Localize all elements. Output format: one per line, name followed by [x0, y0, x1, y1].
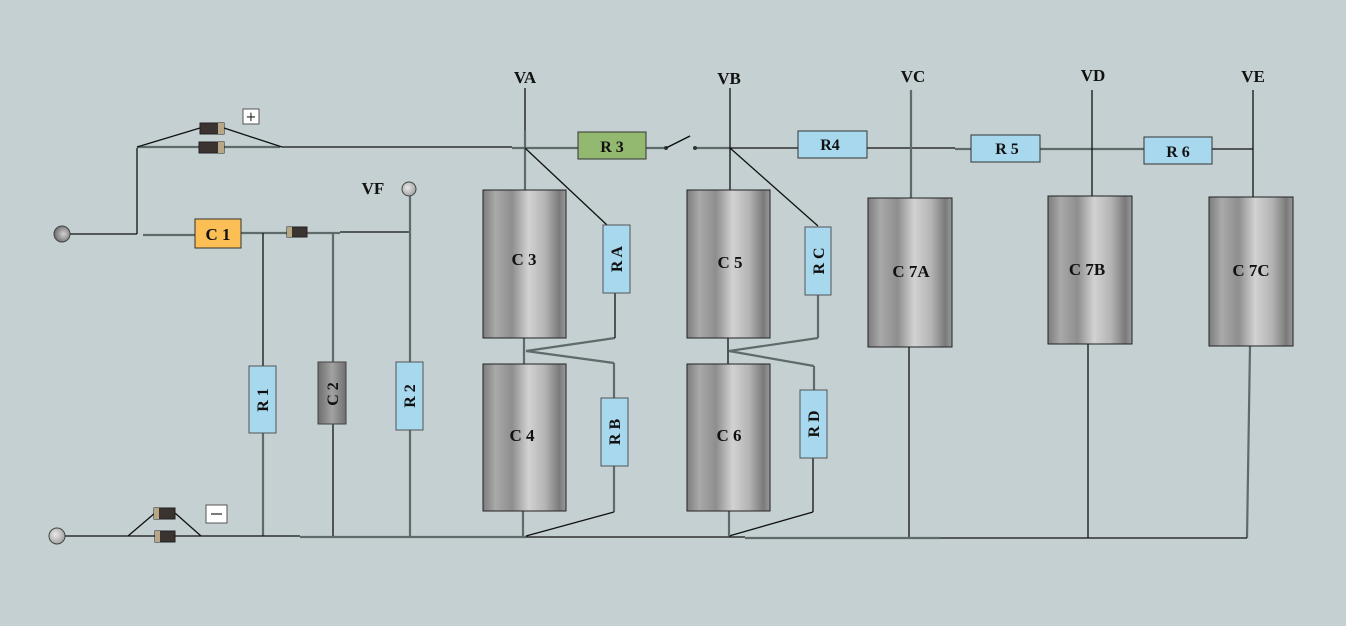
c7c-label: C 7C — [1232, 261, 1269, 280]
input-terminal-icon[interactable] — [53, 225, 71, 243]
capacitor-c2[interactable]: C 2 — [317, 361, 347, 425]
capacitor-c7c[interactable]: C 7C — [1208, 196, 1294, 347]
r2-label: R 2 — [402, 384, 419, 408]
c4-label: C 4 — [509, 426, 535, 445]
c6-label: C 6 — [716, 426, 741, 445]
rd-label: R D — [806, 410, 823, 437]
resistor-r2[interactable]: R 2 — [395, 361, 424, 431]
node-label-ve: VE — [1241, 67, 1265, 86]
vf-terminal-icon[interactable] — [401, 181, 417, 197]
diode-top-1[interactable] — [199, 122, 225, 135]
capacitor-c1[interactable]: C 1 — [194, 218, 242, 249]
rb-label: R B — [607, 419, 624, 446]
resistor-rd[interactable]: R D — [799, 389, 828, 459]
node-label-vb: VB — [717, 69, 741, 88]
c5-label: C 5 — [717, 253, 742, 272]
diode-bottom-2[interactable] — [154, 530, 176, 543]
minus-marker — [205, 504, 228, 524]
node-label-vf: VF — [362, 179, 385, 198]
plus-label: + — [246, 110, 257, 125]
node-label-vd: VD — [1081, 66, 1106, 85]
resistor-r4[interactable]: R4 — [797, 130, 868, 159]
r3-label: R 3 — [600, 139, 624, 156]
c7b-label: C 7B — [1069, 260, 1105, 279]
resistor-r3[interactable]: R 3 — [577, 131, 647, 160]
ground-terminal-icon[interactable] — [48, 527, 66, 545]
capacitor-c6[interactable]: C 6 — [686, 363, 771, 512]
resistor-r5[interactable]: R 5 — [970, 134, 1041, 163]
capacitor-c7a[interactable]: C 7A — [867, 197, 953, 348]
capacitor-c3[interactable]: C 3 — [482, 189, 567, 339]
c1-label: C 1 — [205, 225, 230, 244]
r1-label: R 1 — [255, 388, 272, 412]
resistor-rc[interactable]: R C — [804, 226, 832, 296]
c2-label: C 2 — [325, 382, 342, 406]
resistor-r1[interactable]: R 1 — [248, 365, 277, 434]
r5-label: R 5 — [995, 141, 1019, 158]
c7a-label: C 7A — [892, 262, 930, 281]
resistor-r6[interactable]: R 6 — [1143, 136, 1213, 165]
capacitor-c4[interactable]: C 4 — [482, 363, 567, 512]
rc-label: R C — [811, 247, 828, 274]
node-label-va: VA — [514, 68, 537, 87]
diode-top-2[interactable] — [198, 141, 225, 154]
wires — [60, 88, 1254, 540]
diode-c1[interactable] — [286, 226, 308, 238]
resistor-rb[interactable]: R B — [600, 397, 629, 467]
diode-bottom-1[interactable] — [153, 507, 176, 520]
ra-label: R A — [609, 245, 626, 272]
resistor-ra[interactable]: R A — [602, 224, 631, 294]
c3-label: C 3 — [511, 250, 536, 269]
capacitor-c7b[interactable]: C 7B — [1047, 195, 1133, 345]
plus-marker: + — [242, 108, 260, 125]
capacitor-c5[interactable]: C 5 — [686, 189, 771, 339]
r6-label: R 6 — [1166, 144, 1190, 161]
switch-contact-right — [693, 146, 697, 150]
switch-lever[interactable] — [665, 135, 691, 149]
node-label-vc: VC — [901, 67, 926, 86]
r4-label: R4 — [820, 137, 840, 154]
